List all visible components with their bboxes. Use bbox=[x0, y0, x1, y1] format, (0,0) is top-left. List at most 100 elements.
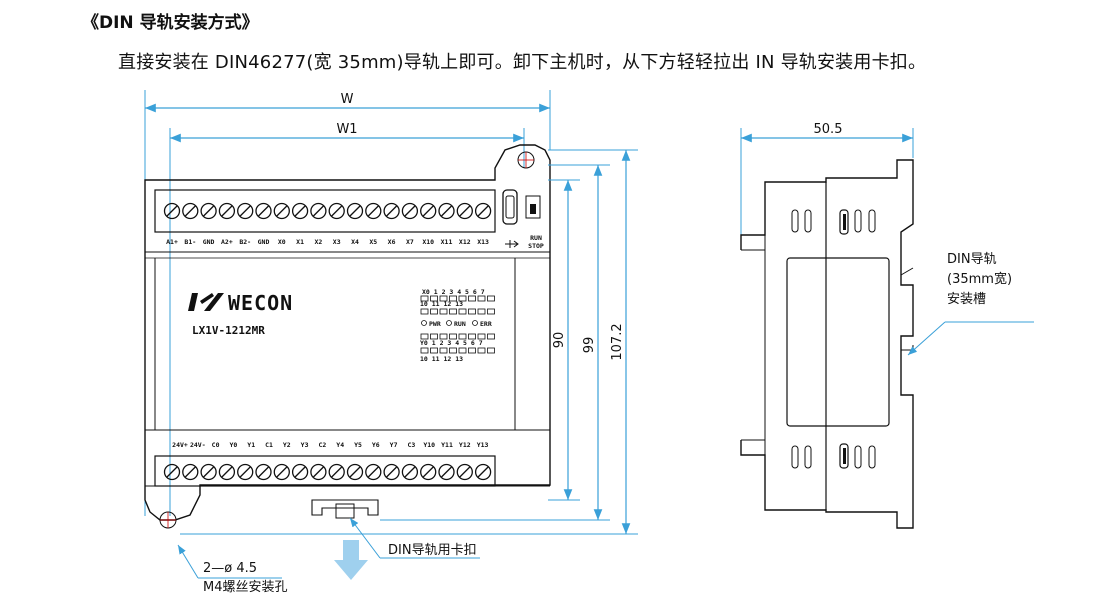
led-indicator bbox=[477, 333, 486, 340]
terminal-screw bbox=[291, 202, 309, 220]
terminal-screw bbox=[438, 463, 455, 481]
led-indicator bbox=[458, 295, 467, 302]
terminal-label: A1+ bbox=[166, 238, 178, 246]
plc-body-outline bbox=[144, 144, 551, 521]
terminal-label: Y13 bbox=[477, 441, 489, 449]
terminal-label: 24V+ bbox=[172, 441, 188, 449]
terminal-screw bbox=[255, 202, 272, 220]
terminal-label: X6 bbox=[388, 238, 396, 246]
run-status-label: RUN bbox=[454, 320, 466, 328]
usb-icon bbox=[505, 240, 519, 248]
terminal-screw bbox=[383, 202, 400, 220]
x-led-panel: X0 1 2 3 4 5 6 7 10 11 12 13 bbox=[420, 288, 495, 315]
terminal-screw bbox=[200, 463, 217, 481]
side-view: 50.5 DIN导 bbox=[740, 122, 1034, 529]
terminal-screw bbox=[328, 463, 345, 481]
terminal-screw bbox=[310, 202, 327, 220]
terminal-screw bbox=[456, 463, 473, 481]
terminal-screw bbox=[420, 202, 437, 220]
side-body-outline bbox=[740, 159, 914, 529]
terminal-screw bbox=[420, 463, 437, 481]
terminal-screw bbox=[346, 202, 364, 220]
led-indicator bbox=[487, 333, 495, 340]
terminal-label: X10 bbox=[422, 238, 434, 246]
terminal-label: Y0 bbox=[229, 441, 237, 449]
section-heading: 《DIN 导轨安装方式》 bbox=[82, 13, 259, 33]
led-indicator bbox=[449, 333, 457, 340]
terminal-screw bbox=[200, 202, 217, 220]
led-indicator bbox=[430, 347, 438, 354]
terminal-label: X7 bbox=[406, 238, 414, 246]
side-window bbox=[786, 257, 890, 427]
y-led-row1-label: Y0 1 2 3 4 5 6 7 bbox=[420, 339, 483, 347]
led-indicator bbox=[420, 308, 429, 315]
terminal-label: C3 bbox=[407, 441, 415, 449]
led-indicator bbox=[449, 347, 457, 354]
terminal-screw bbox=[346, 463, 364, 481]
hole-label-line2: M4螺丝安装孔 bbox=[203, 580, 288, 595]
led-indicator bbox=[477, 347, 486, 354]
led-indicator bbox=[468, 333, 476, 340]
led-indicator bbox=[477, 295, 486, 302]
terminal-label: C0 bbox=[212, 441, 220, 449]
terminal-screw bbox=[365, 463, 382, 481]
led-indicator bbox=[439, 308, 448, 315]
led-indicator bbox=[468, 295, 476, 302]
bottom-terminal-block bbox=[154, 455, 496, 487]
terminal-label: Y11 bbox=[441, 441, 453, 449]
dim-99-label: 99 bbox=[582, 337, 597, 354]
terminal-label: Y12 bbox=[459, 441, 471, 449]
led-indicator bbox=[420, 295, 429, 302]
depth-label: 50.5 bbox=[814, 122, 843, 137]
run-stop-switch bbox=[525, 195, 541, 219]
run-label: RUN bbox=[530, 234, 542, 242]
terminal-label: C2 bbox=[318, 441, 326, 449]
led-indicator bbox=[430, 295, 438, 302]
terminal-label: X1 bbox=[296, 238, 304, 246]
led-indicator bbox=[439, 295, 448, 302]
x-led-row1-label: X0 1 2 3 4 5 6 7 bbox=[422, 288, 485, 296]
terminal-label: Y6 bbox=[372, 441, 380, 449]
w-label: W bbox=[341, 92, 354, 107]
led-indicator bbox=[449, 295, 457, 302]
terminal-label: X4 bbox=[351, 238, 359, 246]
terminal-screw bbox=[255, 463, 272, 481]
terminal-screw bbox=[401, 202, 419, 220]
terminal-label: B2- bbox=[239, 238, 251, 246]
terminal-screw bbox=[365, 202, 382, 220]
terminal-label: GND bbox=[203, 238, 215, 246]
terminal-label: X11 bbox=[441, 238, 453, 246]
pwr-label: PWR bbox=[429, 320, 441, 328]
terminal-label: X0 bbox=[278, 238, 286, 246]
led-indicator bbox=[468, 308, 476, 315]
dim-107-label: 107.2 bbox=[610, 323, 625, 360]
led-indicator bbox=[420, 333, 429, 340]
terminal-screw bbox=[163, 463, 181, 481]
led-indicator bbox=[458, 347, 467, 354]
terminal-screw bbox=[182, 463, 199, 481]
terminal-screw bbox=[163, 202, 181, 220]
side-vents-top bbox=[791, 209, 876, 235]
terminal-screw bbox=[218, 202, 236, 220]
terminal-label: X5 bbox=[369, 238, 377, 246]
terminal-label: C1 bbox=[265, 441, 273, 449]
terminal-screw bbox=[438, 202, 455, 220]
bottom-screw-row bbox=[163, 463, 492, 481]
terminal-screw bbox=[456, 202, 473, 220]
terminal-screw bbox=[218, 463, 236, 481]
slot-label-line1: DIN导轨 bbox=[947, 252, 997, 267]
terminal-screw bbox=[182, 202, 199, 220]
terminal-screw bbox=[273, 463, 290, 481]
wecon-logo: WECON bbox=[188, 291, 292, 315]
led-indicator bbox=[430, 333, 438, 340]
top-screw-row bbox=[163, 202, 492, 220]
terminal-screw bbox=[237, 463, 254, 481]
terminal-screw bbox=[474, 202, 492, 220]
model-name: LX1V-1212MR bbox=[192, 324, 265, 337]
terminal-screw bbox=[474, 463, 492, 481]
led-indicator bbox=[458, 308, 467, 315]
slot-label-line2: (35mm宽) bbox=[947, 271, 1012, 287]
